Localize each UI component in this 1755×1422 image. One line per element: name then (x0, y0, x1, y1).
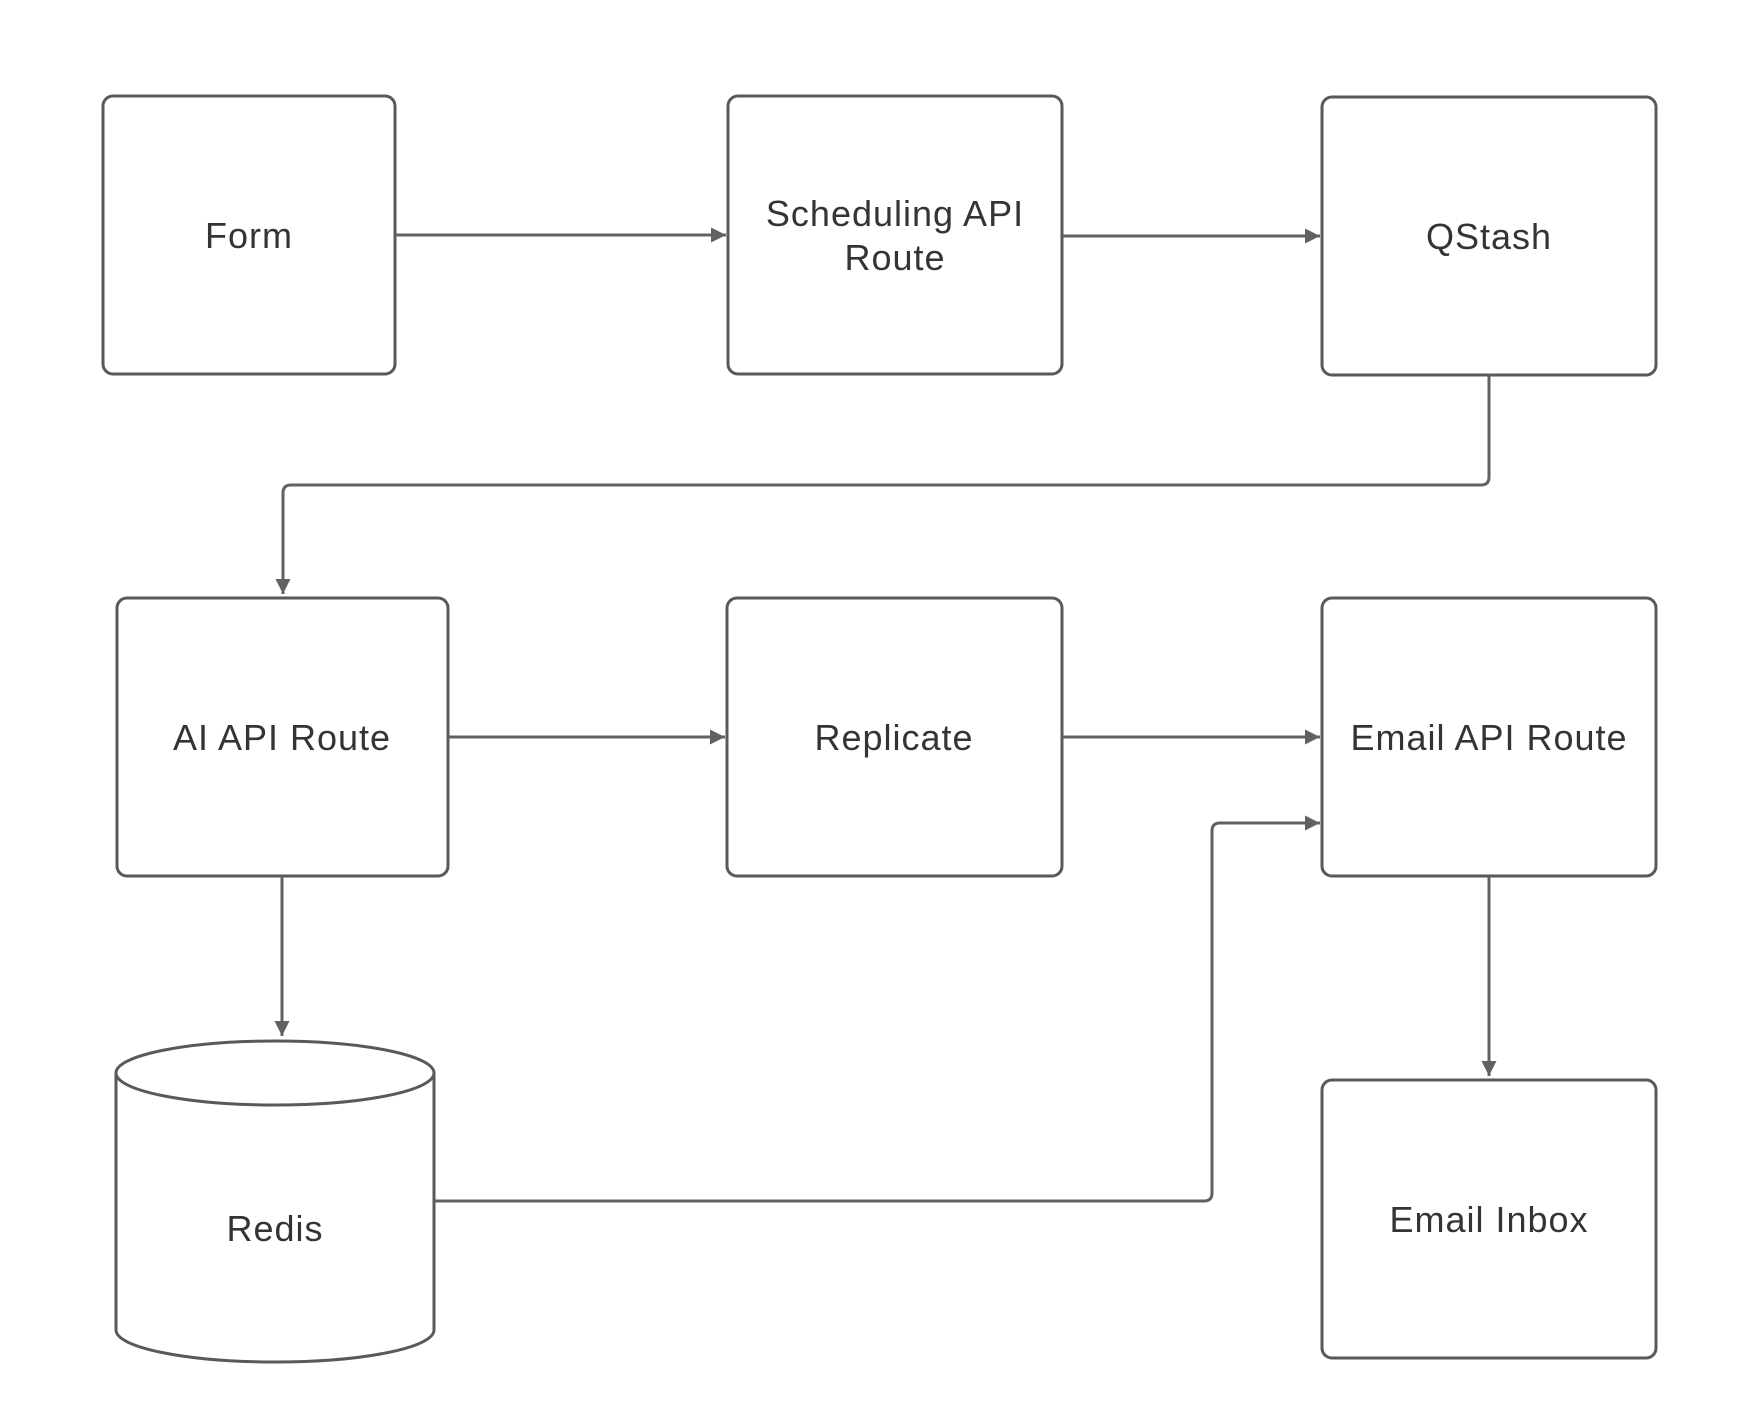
replicate-label: Replicate (814, 717, 973, 758)
email-inbox-shape (1320, 1078, 1658, 1360)
redis-cylinder-body (114, 1073, 436, 1364)
node-email-inbox[interactable]: Email Inbox (1320, 1078, 1658, 1360)
qstash-label: QStash (1426, 216, 1552, 257)
node-replicate[interactable]: Replicate (725, 596, 1064, 878)
ai-api-route-label: AI API Route (173, 717, 391, 758)
node-email-api-route[interactable]: Email API Route (1320, 596, 1658, 878)
edge-qstash-to-ai-api-route[interactable] (275, 375, 1491, 594)
form-label: Form (205, 215, 293, 256)
node-redis[interactable]: Redis (114, 1039, 436, 1364)
email-api-route-label: Email API Route (1350, 717, 1627, 758)
redis-cylinder-top (114, 1039, 436, 1107)
scheduling-api-route-shape (726, 94, 1064, 376)
edge-redis-to-email-api-route[interactable] (434, 815, 1320, 1203)
redis-label: Redis (226, 1208, 323, 1249)
node-qstash[interactable]: QStash (1320, 95, 1658, 377)
node-form[interactable]: Form (101, 94, 397, 376)
node-ai-api-route[interactable]: AI API Route (115, 596, 450, 878)
email-inbox-label: Email Inbox (1389, 1199, 1588, 1240)
